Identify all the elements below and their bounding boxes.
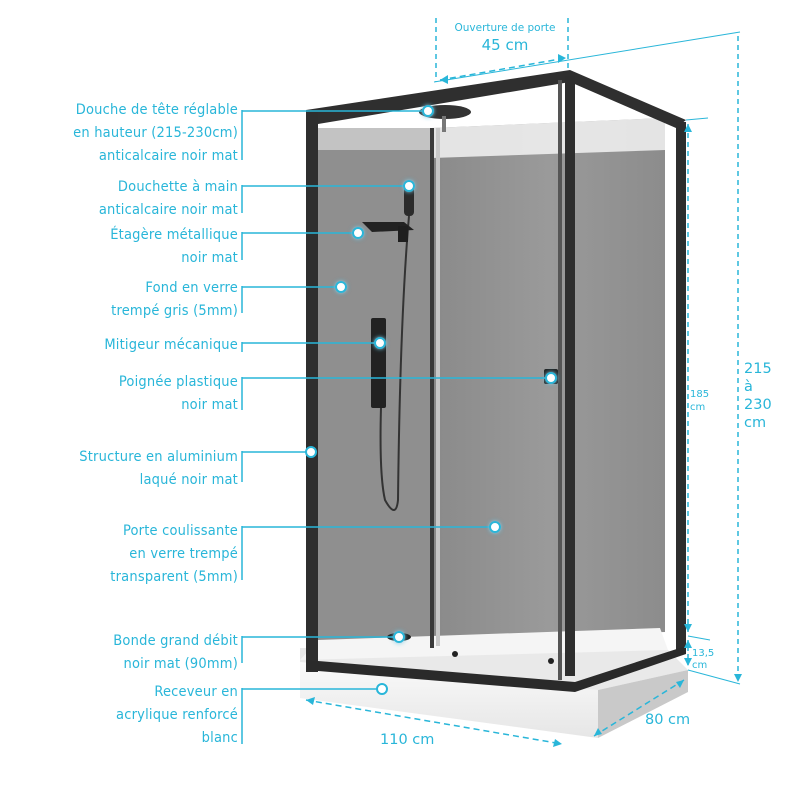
door-opening-label: Ouverture de porte — [454, 22, 556, 34]
width-label: 110 cm — [380, 732, 435, 748]
callout-dot-poignee — [545, 372, 557, 384]
tray-height-label: 13,5 cm — [692, 648, 715, 671]
back-glass-panels — [300, 118, 668, 660]
callout-poignee: Poignée plastique noir mat — [118, 374, 238, 413]
callout-douche-tete: Douche de tête réglable en hauteur (215-… — [73, 102, 238, 164]
callout-mitigeur: Mitigeur mécanique — [104, 337, 238, 353]
callout-fond-verre: Fond en verre trempé gris (5mm) — [111, 280, 238, 319]
dimension-arrowheads — [306, 54, 742, 747]
callout-bonde: Bonde grand débit noir mat (90mm) — [113, 633, 238, 672]
callout-dot-receveur — [376, 683, 388, 695]
callout-dot-porte — [489, 521, 501, 533]
callout-dot-bonde — [393, 631, 405, 643]
callout-dot-douchette — [403, 180, 415, 192]
callout-dot-etagere — [352, 227, 364, 239]
callout-dot-fond-verre — [335, 281, 347, 293]
shower-tray — [300, 648, 688, 738]
depth-label: 80 cm — [645, 712, 691, 728]
total-height-label: 215 à 230 cm — [744, 361, 772, 431]
callout-dot-mitigeur — [374, 337, 386, 349]
aluminium-frame — [306, 70, 686, 692]
callout-leaders — [241, 110, 551, 744]
callout-dot-structure — [305, 446, 317, 458]
callout-structure: Structure en aluminium laqué noir mat — [79, 449, 238, 488]
callout-dot-douche-tete — [422, 105, 434, 117]
callout-etagere: Étagère métallique noir mat — [110, 227, 238, 266]
callout-porte: Porte coulissante en verre trempé transp… — [110, 523, 238, 585]
door-opening-value: 45 cm — [481, 36, 529, 54]
callout-douchette: Douchette à main anticalcaire noir mat — [98, 179, 238, 218]
glass-height-label: 185 cm — [690, 389, 710, 413]
dimension-lines — [305, 18, 741, 745]
fixtures — [362, 105, 558, 664]
callout-dots — [305, 105, 557, 695]
callout-receveur: Receveur en acrylique renforcé blanc — [116, 684, 238, 746]
